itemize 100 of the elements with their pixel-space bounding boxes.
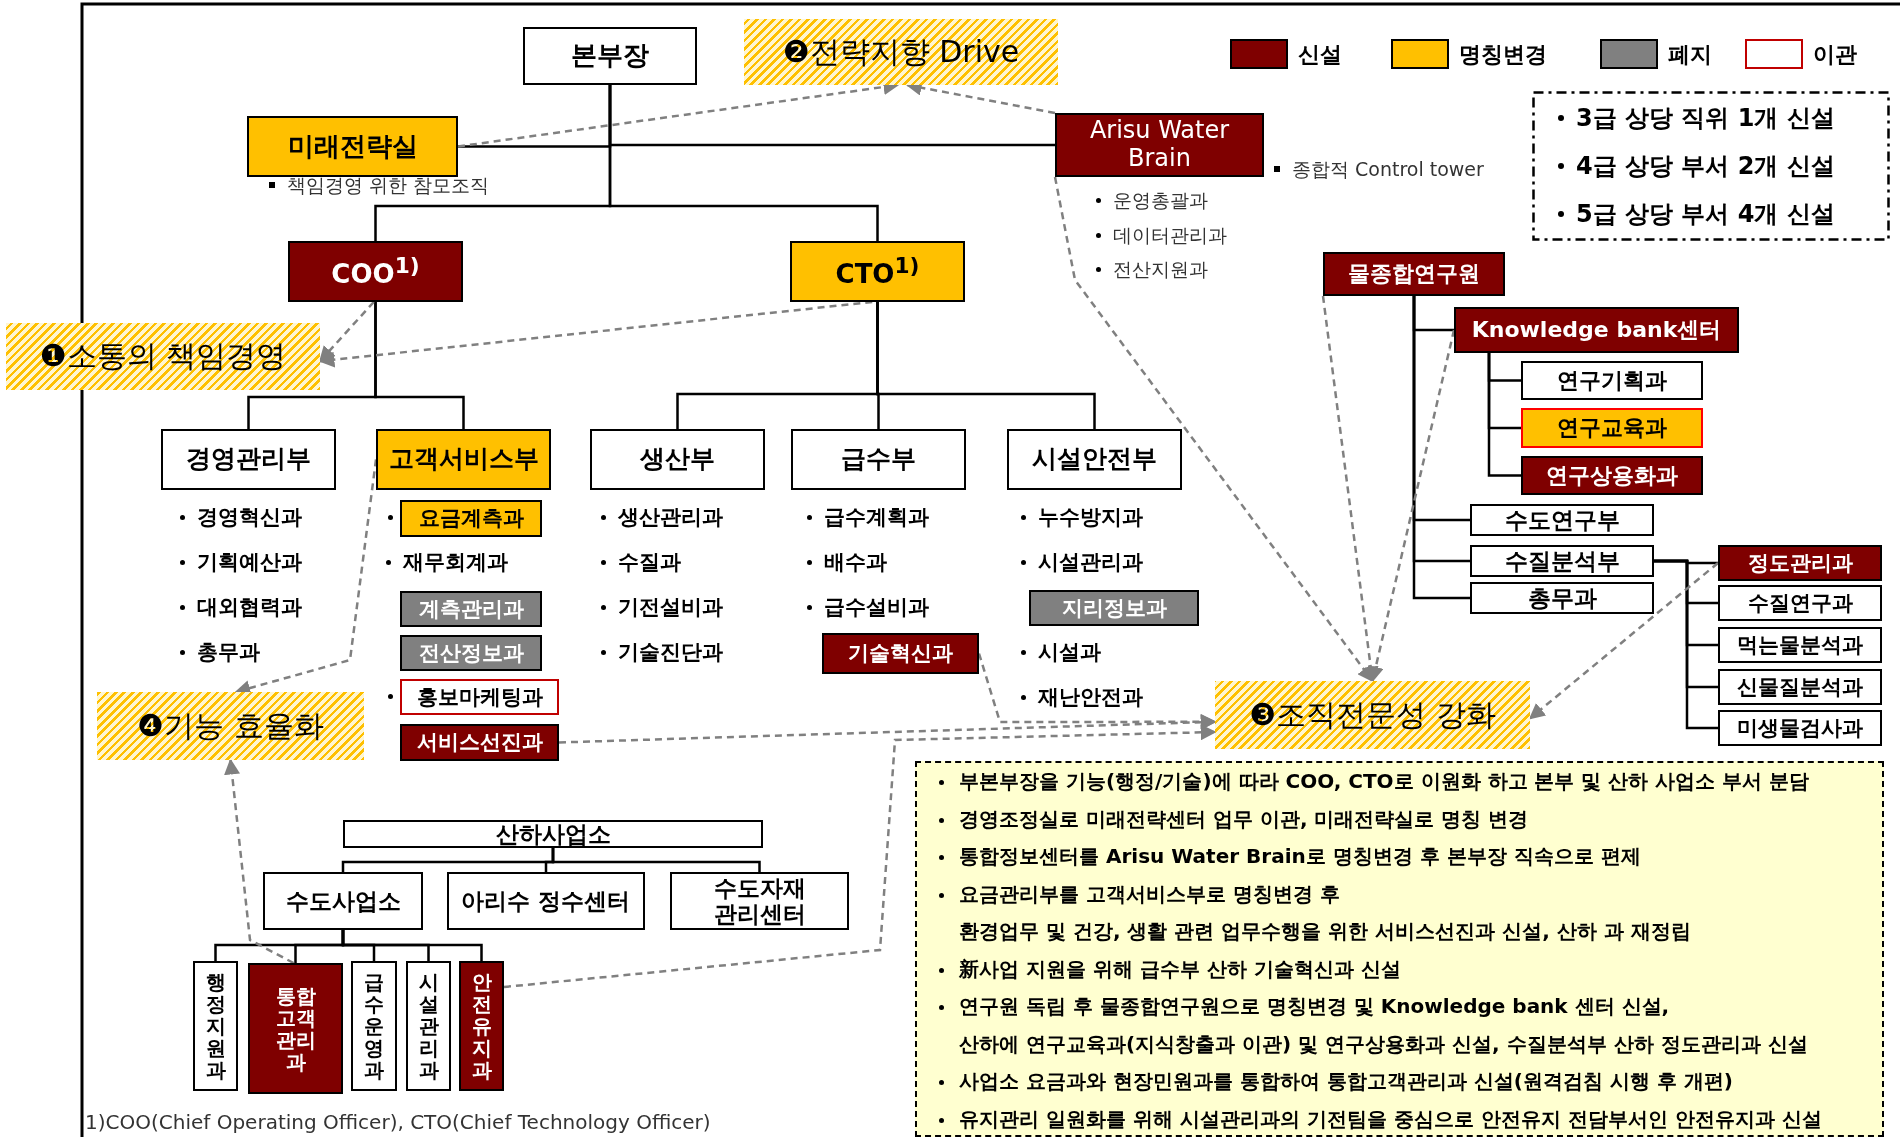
box-label: 홍보마케팅과 [416, 684, 543, 710]
box-label: 급수부 [841, 445, 916, 474]
box-label: Arisu Water Brain [1088, 117, 1231, 173]
box-label: 수도자재 관리센터 [712, 874, 807, 928]
box-label: 시설관리과 [418, 971, 439, 1081]
org-box [1454, 307, 1739, 353]
org-box [1323, 252, 1505, 296]
org-box [400, 724, 559, 761]
org-box [1521, 456, 1703, 495]
note-item: 통합정보센터를 Arisu Water Brain로 명칭변경 후 본부장 직속으로 편제 [917, 838, 1882, 876]
box-label: 기술혁신과 [848, 641, 953, 666]
org-connector [608, 85, 879, 241]
legend-label: 이관 [1813, 41, 1857, 69]
box-label: 급수운영과 [364, 971, 384, 1081]
bullet-item: 총무과 [177, 638, 260, 666]
org-box [400, 679, 559, 715]
notes-panel [915, 761, 1884, 1137]
bullet-item: 시설관리과 [1018, 548, 1143, 576]
org-box [447, 872, 645, 930]
note-item: 연구원 독립 후 물종합연구원으로 명칭변경 및 Knowledge bank 센터 신설, [917, 988, 1882, 1026]
org-box [523, 27, 697, 85]
note-item: 유지관리 일원화를 위해 시설관리과의 기전팀을 중심으로 안전유지 전담부서인 안전유지과 신설 [917, 1100, 1882, 1137]
org-box [400, 591, 542, 627]
box-label: 요금계측과 [418, 506, 524, 531]
box-label: 연구기획과 [1557, 367, 1667, 394]
org-box [1521, 408, 1703, 448]
box-label: 신물질분석과 [1737, 674, 1863, 700]
note-item: 환경업무 및 건강, 생활 관련 업무수행을 위한 서비스선진과 신설, 산하 과 재정립 [958, 918, 1692, 945]
box-label: 산하사업소 [495, 820, 611, 848]
bullet-item: 기획예산과 [177, 548, 302, 576]
box-label: 총무과 [1527, 584, 1597, 612]
org-box [790, 241, 965, 302]
box-label: 전산정보과 [418, 640, 524, 666]
bullet-item: 급수계획과 [804, 503, 929, 531]
org-connector [374, 302, 465, 429]
org-box [670, 872, 849, 930]
note-item: 산하에 연구교육과(지식창출과 이관) 및 연구상용화과 신설, 수질분석부 산하 정도관리과 신설 [958, 1030, 1809, 1058]
legend-label: 폐지 [1668, 41, 1712, 69]
bullet-item: 종합적 Control tower [1272, 155, 1484, 183]
org-box [1029, 590, 1199, 626]
org-connector [1654, 559, 1718, 730]
legend-label: 신설 [1298, 41, 1342, 69]
box-label: 서비스선진과 [416, 730, 543, 755]
box-label: 수도사업소 [285, 887, 401, 915]
note-item: 新사업 지원을 위해 급수부 산하 기술혁신과 신설 [917, 950, 1882, 988]
org-box [1470, 545, 1654, 577]
org-connector [1487, 353, 1521, 477]
box-label: 정도관리과 [1747, 550, 1853, 576]
box-label: 아리수 정수센터 [461, 887, 631, 915]
bullet-item: 시설과 [1018, 638, 1101, 666]
org-box [1521, 361, 1703, 400]
summary-box [1532, 91, 1890, 241]
org-box [351, 961, 397, 1091]
box-label: 미생물검사과 [1737, 715, 1863, 741]
box-label: 연구상용화과 [1546, 462, 1678, 489]
bullet-item: 경영혁신과 [177, 503, 302, 531]
org-box [459, 961, 504, 1091]
org-box [161, 429, 336, 490]
org-box [248, 963, 343, 1094]
box-label: 물종합연구원 [1348, 261, 1480, 287]
note-item: 사업소 요금과와 현장민원과를 통합하여 통합고객관리과 신설(원격검침 시행 후 개편) [917, 1063, 1882, 1101]
box-label: 수질분석부 [1504, 547, 1620, 575]
bullet-item: 대외협력과 [177, 593, 302, 621]
org-box [1055, 113, 1264, 177]
org-box [1470, 504, 1654, 536]
box-label: 먹는물분석과 [1737, 632, 1863, 658]
box-label: 통합고객관리과 [275, 984, 316, 1073]
box-label: CTO$^{1)}$ [835, 253, 920, 290]
bullet-item: 재무회계과 [383, 548, 508, 576]
dashed-arrow [503, 724, 1217, 989]
note-item: 부본부장을 기능(행정/기술)에 따라 COO, CTO로 이원화 하고 본부 및 산하 사업소 부서 분담 [917, 763, 1882, 801]
bullet-item: 전산지원과 [1093, 255, 1208, 283]
summary-item: 5급 상당 부서 4개 신설 [1532, 190, 1835, 238]
summary-item: 4급 상당 부서 2개 신설 [1532, 142, 1835, 190]
org-box [376, 429, 551, 490]
box-label: 지리정보과 [1061, 595, 1167, 621]
box-label: 안전유지과 [471, 971, 492, 1081]
org-box [791, 429, 966, 490]
box-label: COO$^{1)}$ [331, 253, 420, 290]
bullet-item: 운영총괄과 [1093, 186, 1208, 214]
org-box [247, 116, 458, 177]
bullet-item: 기전설비과 [598, 593, 723, 621]
bullet-item: 책임경영 위한 참모조직 [267, 171, 490, 199]
org-connector [551, 848, 761, 872]
bullet-item: 재난안전과 [1018, 683, 1143, 711]
bullet-item: 수질과 [598, 548, 681, 576]
box-label: 생산부 [640, 445, 715, 474]
org-connector [341, 930, 483, 961]
bullet-item: 기술진단과 [598, 638, 723, 666]
org-box [1718, 710, 1882, 746]
box-label: 고객서비스부 [388, 445, 539, 474]
org-box [343, 820, 763, 848]
box-label: 계측관리과 [418, 596, 524, 622]
box-label: 수도연구부 [1504, 506, 1620, 534]
summary-item: 3급 상당 직위 1개 신설 [1532, 94, 1835, 142]
org-connector [876, 302, 1096, 429]
org-box [822, 633, 979, 674]
box-label: 본부장 [571, 41, 649, 71]
box-label: 경영관리부 [186, 445, 311, 474]
org-box [1718, 669, 1882, 705]
